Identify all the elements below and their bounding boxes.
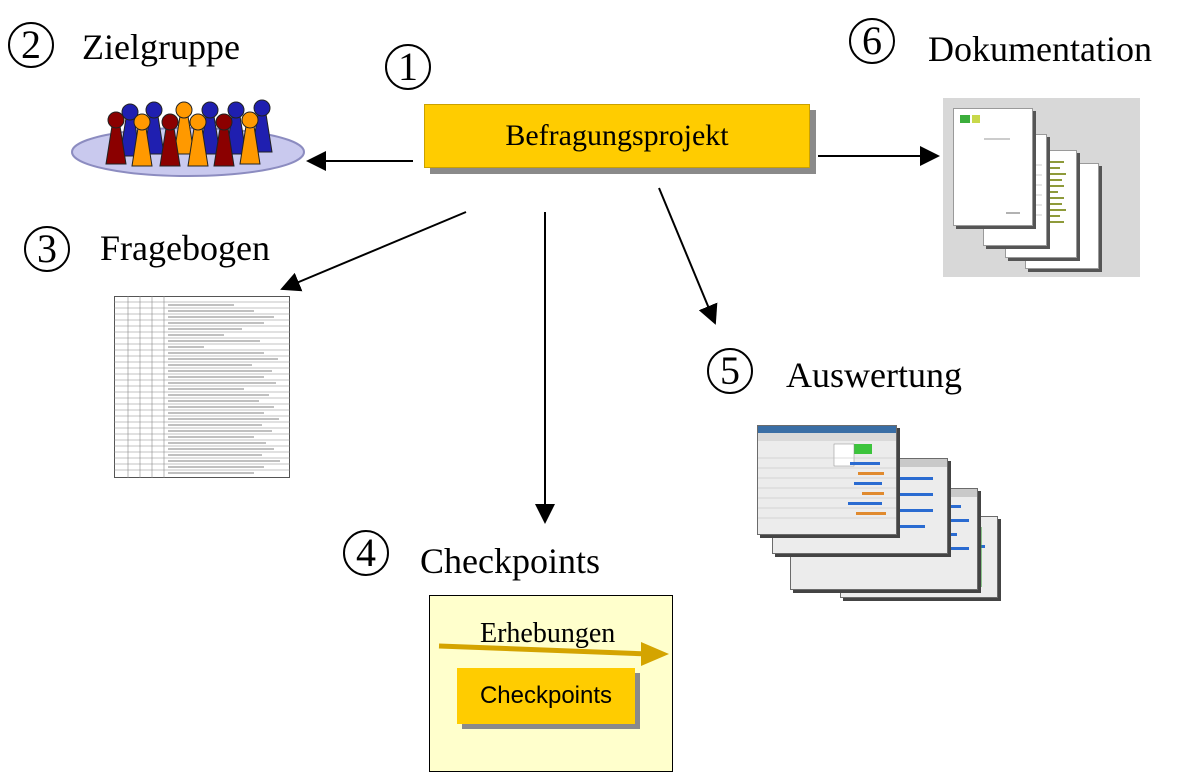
step-1-number: 1 xyxy=(385,44,431,90)
erhebungen-label: Erhebungen xyxy=(480,618,616,649)
zielgruppe-label: Zielgruppe xyxy=(82,27,240,67)
step-4-number: 4 xyxy=(343,530,389,576)
arrow-to-fragebogen xyxy=(280,211,467,292)
arrow-to-auswertung xyxy=(658,187,718,325)
befragungsprojekt-box: Befragungsprojekt xyxy=(424,104,810,168)
documentation-thumbnail xyxy=(943,98,1140,277)
step-6-number: 6 xyxy=(849,18,895,64)
evaluation-window-1 xyxy=(757,425,897,535)
target-group-pawns-icon xyxy=(71,99,305,177)
checkpoints-box: Checkpoints xyxy=(457,668,635,724)
auswertung-label: Auswertung xyxy=(786,355,962,395)
step-5-number: 5 xyxy=(707,348,753,394)
doc-page-1 xyxy=(953,108,1033,226)
step-3-number: 3 xyxy=(24,226,70,272)
questionnaire-thumbnail xyxy=(114,296,290,478)
fragebogen-label: Fragebogen xyxy=(100,228,270,268)
dokumentation-label: Dokumentation xyxy=(928,29,1152,69)
erhebungen-arrow xyxy=(438,642,669,666)
checkpoints-label: Checkpoints xyxy=(420,541,600,581)
step-2-number: 2 xyxy=(8,22,54,68)
